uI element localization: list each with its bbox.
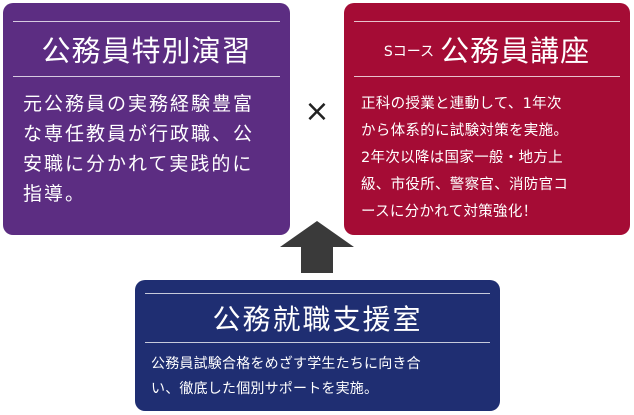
course-title: 公務員講座	[440, 34, 591, 68]
special-exercise-description: 元公務員の実務経験豊富 な専任教員が行政職、公 安職に分かれて実践的に 指導。	[23, 93, 255, 205]
course-description: 正科の授業と連動して、1年次 から体系的に試験対策を実施。 2年次以降は国家一般…	[361, 96, 569, 220]
support-office-title: 公務就職支援室	[212, 303, 423, 336]
course-title-area: Sコース 公務員講座	[354, 21, 620, 77]
support-office-box: 公務就職支援室 公務員試験合格をめざす学生たちに向き合 い、徹底した個別サポート…	[135, 280, 500, 411]
arrow-up-shape	[280, 221, 354, 273]
course-prefix: Sコース	[383, 44, 435, 60]
arrow-up-icon	[280, 221, 354, 273]
support-office-description: 公務員試験合格をめざす学生たちに向き合 い、徹底した個別サポートを実施。	[151, 356, 421, 397]
special-exercise-title: 公務員特別演習	[41, 34, 252, 68]
special-exercise-box: 公務員特別演習 元公務員の実務経験豊富 な専任教員が行政職、公 安職に分かれて実…	[3, 3, 290, 235]
course-box: Sコース 公務員講座 正科の授業と連動して、1年次 から体系的に試験対策を実施。…	[344, 3, 630, 235]
special-exercise-title-area: 公務員特別演習	[13, 21, 280, 77]
multiply-icon: ×	[304, 94, 330, 129]
support-office-title-area: 公務就職支援室	[145, 293, 490, 343]
